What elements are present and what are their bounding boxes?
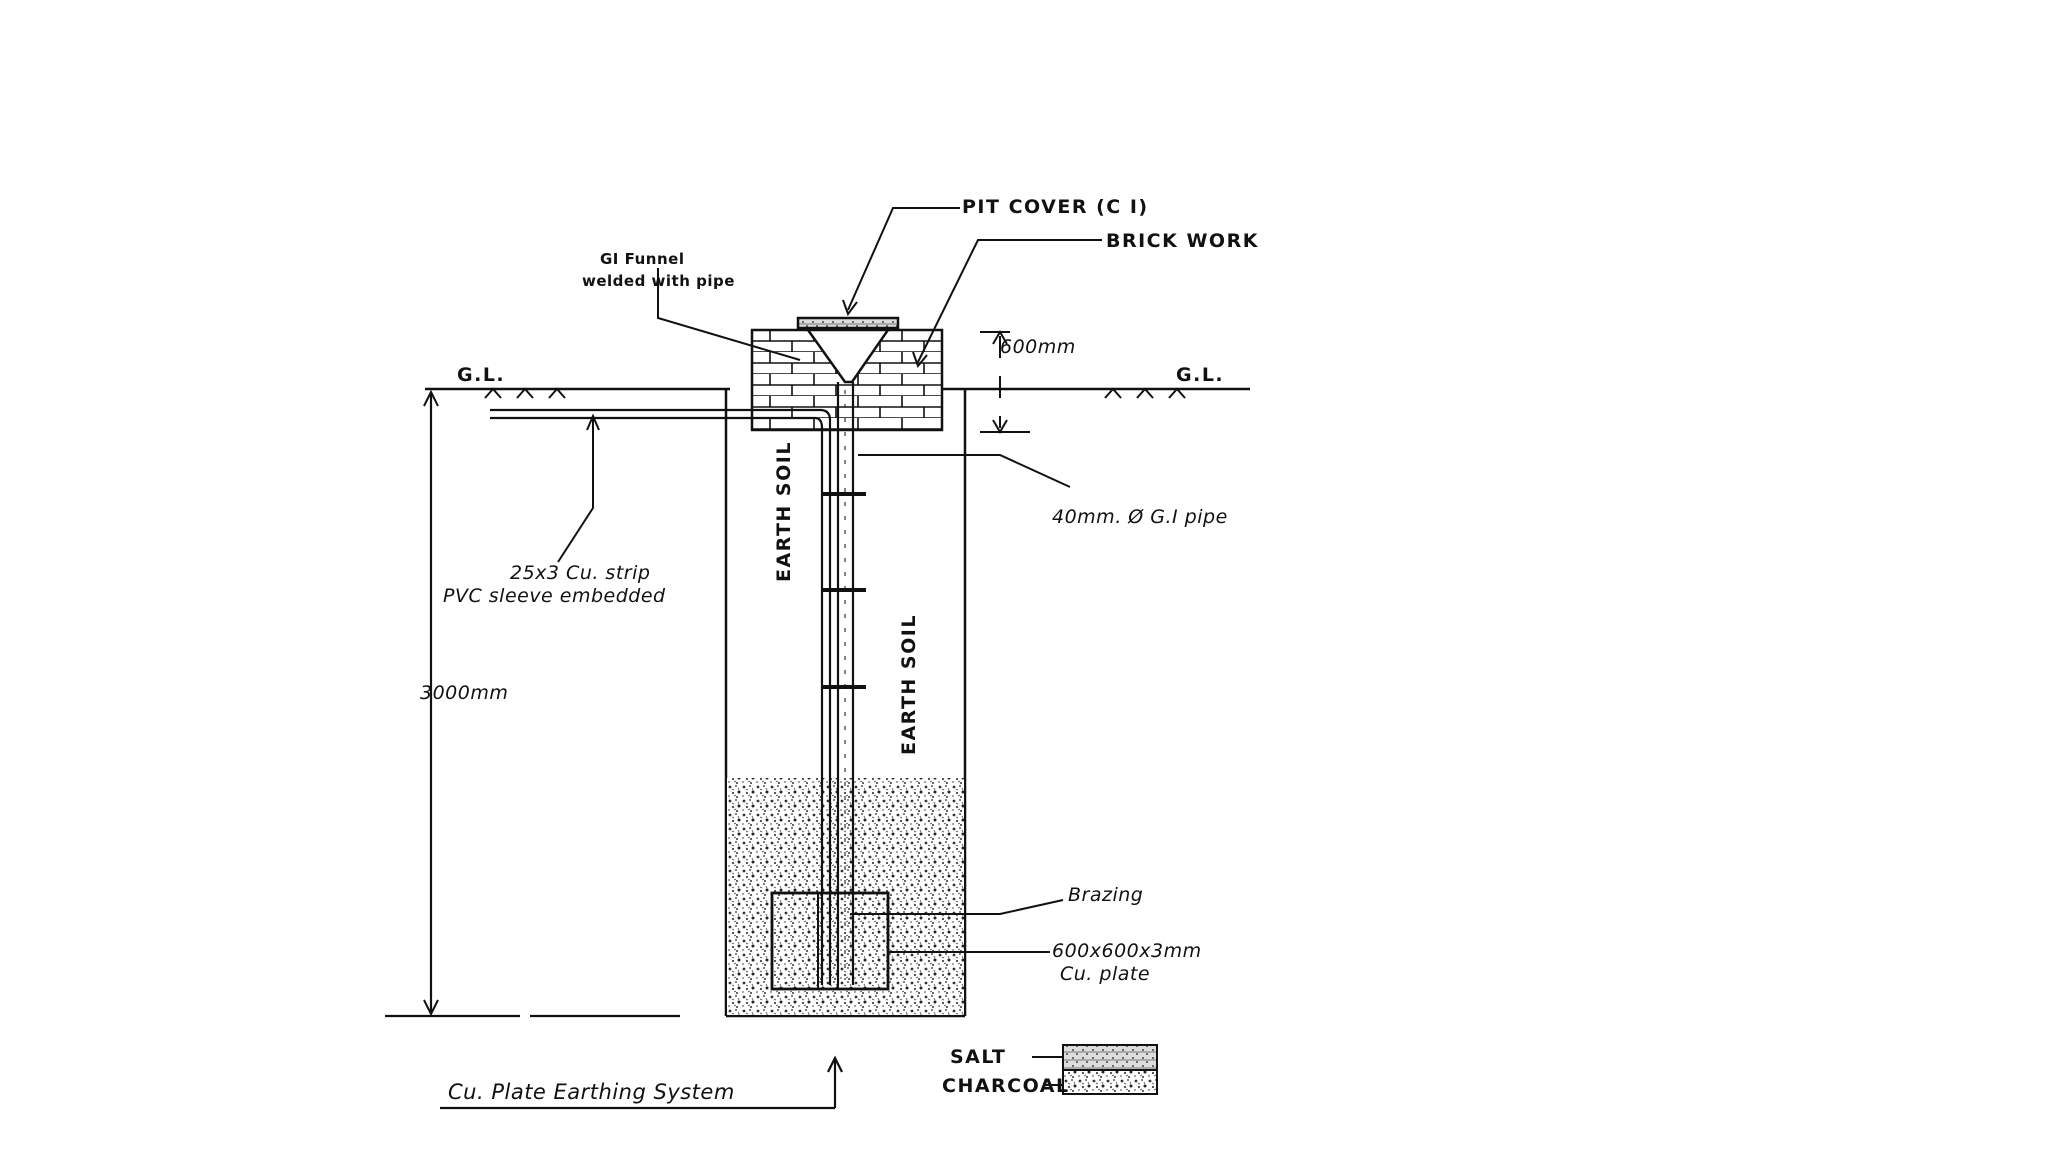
pit-cover: [796, 316, 900, 330]
cu-strip-lower: [490, 416, 824, 985]
plate-strip-band: [817, 892, 839, 990]
cu-strip-upper: [490, 408, 832, 985]
caption-arrow-head: [827, 1055, 843, 1073]
leader-brazing: [850, 899, 1064, 915]
label-gl-right: G.L.: [1176, 364, 1225, 386]
label-salt: SALT: [950, 1046, 1007, 1068]
label-cu-plate-1: 600x600x3mm: [1052, 940, 1202, 962]
label-pvc-sleeve: PVC sleeve embedded: [443, 585, 666, 607]
dim-600-arrow-top: [992, 330, 1008, 345]
ground-hatch-right: [1104, 387, 1186, 399]
label-earth-soil-left: EARTH SOIL: [773, 441, 795, 582]
dim-3000-arrow-top: [423, 389, 439, 407]
label-gi-pipe: 40mm. Ø G.I pipe: [1052, 506, 1228, 528]
label-gi-funnel-2: welded with pipe: [582, 272, 735, 290]
legend-charcoal-swatch: [1062, 1069, 1158, 1095]
label-depth-3000: 3000mm: [420, 682, 509, 704]
label-cu-strip: 25x3 Cu. strip: [510, 562, 651, 584]
label-earth-soil-right: EARTH SOIL: [898, 614, 920, 755]
arrow-cu-strip: [586, 413, 600, 431]
label-brick-work: BRICK WORK: [1106, 230, 1259, 252]
dim-600-arrow-bottom: [992, 419, 1008, 434]
leader-cu-strip: [557, 418, 594, 563]
label-pit-cover: PIT COVER (C I): [962, 196, 1149, 218]
arrow-brick-work: [912, 351, 928, 369]
label-depth-600: 600mm: [1000, 336, 1076, 358]
legend-salt-swatch: [1062, 1044, 1158, 1071]
diagram-caption: Cu. Plate Earthing System: [448, 1080, 735, 1104]
arrow-pit-cover: [842, 299, 858, 317]
label-brazing: Brazing: [1068, 884, 1144, 906]
label-cu-plate-2: Cu. plate: [1060, 963, 1151, 985]
label-gl-left: G.L.: [457, 364, 506, 386]
leader-gi-funnel: [657, 268, 801, 361]
leader-brick-work: [917, 239, 1102, 363]
dim-3000-arrow-bottom: [423, 999, 439, 1017]
leader-gi-pipe: [858, 454, 1071, 488]
ground-hatch-left: [484, 387, 566, 399]
label-gi-funnel-1: GI Funnel: [600, 250, 685, 268]
leader-pit-cover: [847, 207, 960, 311]
label-charcoal: CHARCOAL: [942, 1075, 1070, 1097]
